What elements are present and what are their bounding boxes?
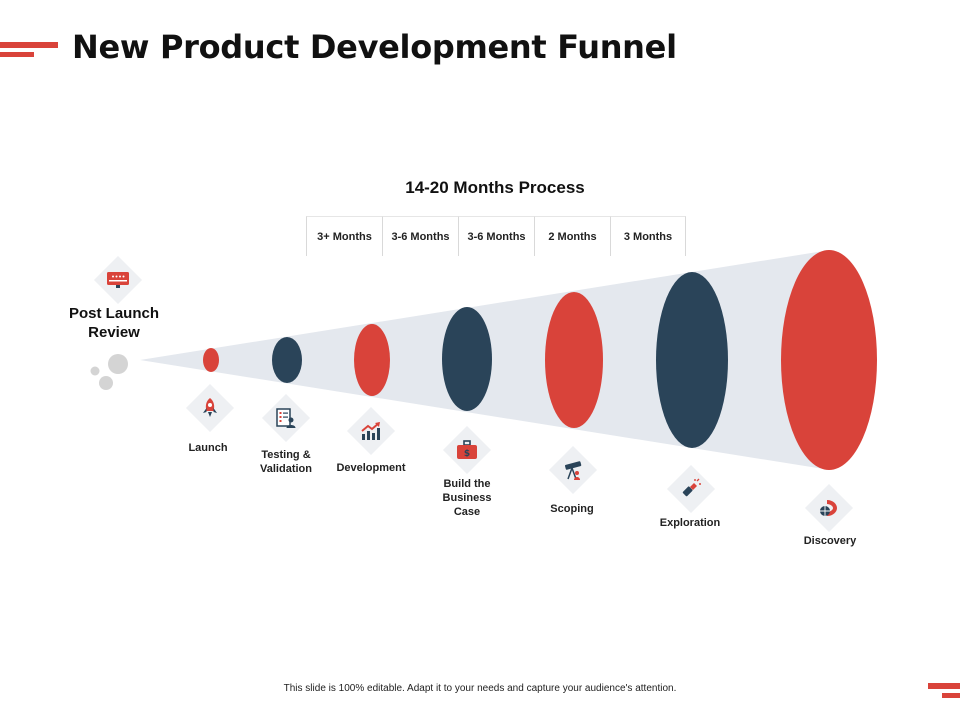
checklist-person-icon <box>276 408 296 428</box>
dot-medium <box>99 376 113 390</box>
stage-label-business-case: Build the Business Case <box>442 478 492 518</box>
rocket-icon <box>203 398 217 417</box>
stage-tile-exploration <box>668 466 714 512</box>
stage-label-scoping: Scoping <box>550 503 594 515</box>
stage-tile-testing <box>263 395 309 441</box>
page-title: New Product Development Funnel <box>72 28 677 66</box>
stage-tile-business-case: $ <box>444 427 490 473</box>
duration-cell: 3 Months <box>610 216 686 256</box>
stage-tile-development <box>348 408 394 454</box>
stage-tile-scoping <box>550 447 596 493</box>
title-accent-bar-bottom <box>0 52 34 57</box>
telescope-icon <box>564 461 582 480</box>
stage-tile-discovery <box>806 485 852 531</box>
funnel-ellipse-scoping <box>545 292 603 428</box>
dot-small <box>90 366 100 376</box>
svg-text:$: $ <box>464 449 470 459</box>
stage-label-development: Development <box>336 462 406 474</box>
stage-tile-launch <box>187 385 233 431</box>
stage-label-testing: Testing & Validation <box>260 449 312 475</box>
funnel-ellipse-testing <box>272 337 302 383</box>
stage-label-discovery: Discovery <box>803 535 857 547</box>
post-launch-review-label: Post Launch Review <box>68 305 159 341</box>
title-accent-bar-top <box>0 42 58 48</box>
duration-cell: 3+ Months <box>306 216 382 256</box>
stage-label-launch: Launch <box>188 442 228 454</box>
funnel-ellipse-development <box>354 324 390 396</box>
stage-label-exploration: Exploration <box>659 517 721 529</box>
growth-chart-icon <box>361 422 380 440</box>
dot-large <box>108 354 128 374</box>
flashlight-icon <box>682 478 701 497</box>
footer-note: This slide is 100% editable. Adapt it to… <box>283 683 677 694</box>
process-title: 14-20 Months Process <box>405 178 585 197</box>
duration-cell: 3-6 Months <box>458 216 534 256</box>
post-launch-review-tile <box>95 257 141 303</box>
duration-cell: 3-6 Months <box>382 216 458 256</box>
funnel-ellipse-business-case <box>442 307 492 411</box>
funnel-ellipse-launch <box>203 348 219 372</box>
footer-accent-bar-bottom <box>942 693 960 698</box>
money-briefcase-icon: $ <box>457 440 477 459</box>
review-screen-icon <box>107 272 129 288</box>
duration-cell: 2 Months <box>534 216 610 256</box>
globe-magnet-icon <box>820 500 837 516</box>
funnel-ellipse-discovery <box>781 250 877 470</box>
footer-accent-bar-top <box>928 683 960 689</box>
funnel-ellipse-exploration <box>656 272 728 448</box>
